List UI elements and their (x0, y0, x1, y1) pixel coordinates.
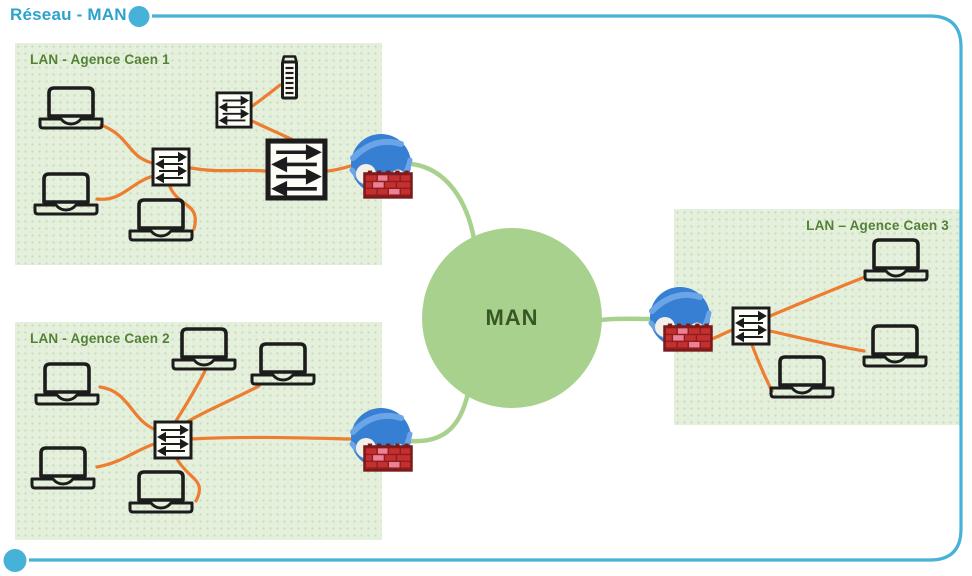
accent-dot-icon (3, 549, 27, 572)
lan2-title: LAN - Agence Caen 2 (30, 331, 170, 346)
laptop-icon (37, 85, 105, 131)
switch-icon (153, 420, 193, 460)
laptop-icon (32, 171, 100, 217)
accent-dot-icon (128, 6, 150, 27)
laptop-icon (249, 341, 317, 387)
page-title: Réseau - MAN (10, 5, 127, 24)
lan3-title: LAN – Agence Caen 3 (806, 218, 949, 233)
switch-icon (151, 147, 191, 187)
firewall-icon (663, 323, 713, 352)
laptop-icon (861, 323, 929, 369)
firewall-icon (363, 443, 413, 472)
switch-icon (731, 306, 771, 346)
laptop-icon (33, 361, 101, 407)
lan1-title: LAN - Agence Caen 1 (30, 52, 170, 67)
laptop-icon (127, 469, 195, 515)
man-node: MAN (422, 228, 602, 408)
laptop-icon (127, 197, 195, 243)
laptop-icon (29, 445, 97, 491)
laptop-icon (768, 354, 836, 400)
server-icon (278, 55, 301, 101)
man-label: MAN (485, 305, 539, 330)
laptop-icon (862, 237, 930, 283)
firewall-icon (363, 170, 413, 199)
switch-icon (215, 91, 253, 129)
laptop-icon (170, 326, 238, 372)
core-switch-icon (265, 138, 328, 201)
